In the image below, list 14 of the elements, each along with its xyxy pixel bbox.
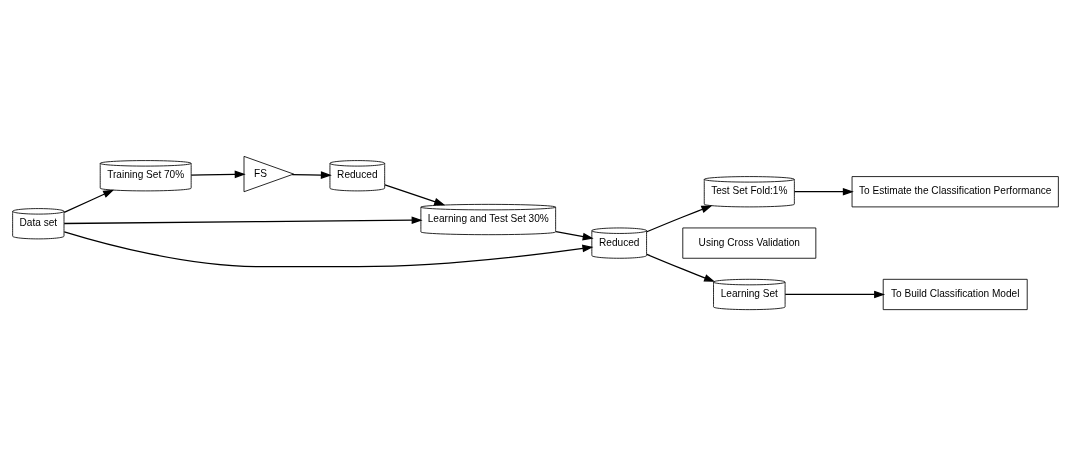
arrow: [555, 231, 594, 241]
arrow: [384, 184, 446, 206]
node-box: Using Cross Validation: [682, 227, 817, 259]
arrow: [63, 189, 115, 213]
arrow: [63, 231, 594, 268]
arrow: [793, 187, 854, 196]
node-box: To Build Classification Model: [882, 278, 1028, 311]
arrow: [190, 170, 246, 179]
arrow: [784, 290, 886, 299]
arrow: [63, 216, 423, 225]
node-box: To Estimate the Classification Performance: [851, 176, 1059, 208]
arrow: [646, 253, 716, 282]
arrow: [291, 171, 332, 179]
arrow: [646, 205, 713, 233]
